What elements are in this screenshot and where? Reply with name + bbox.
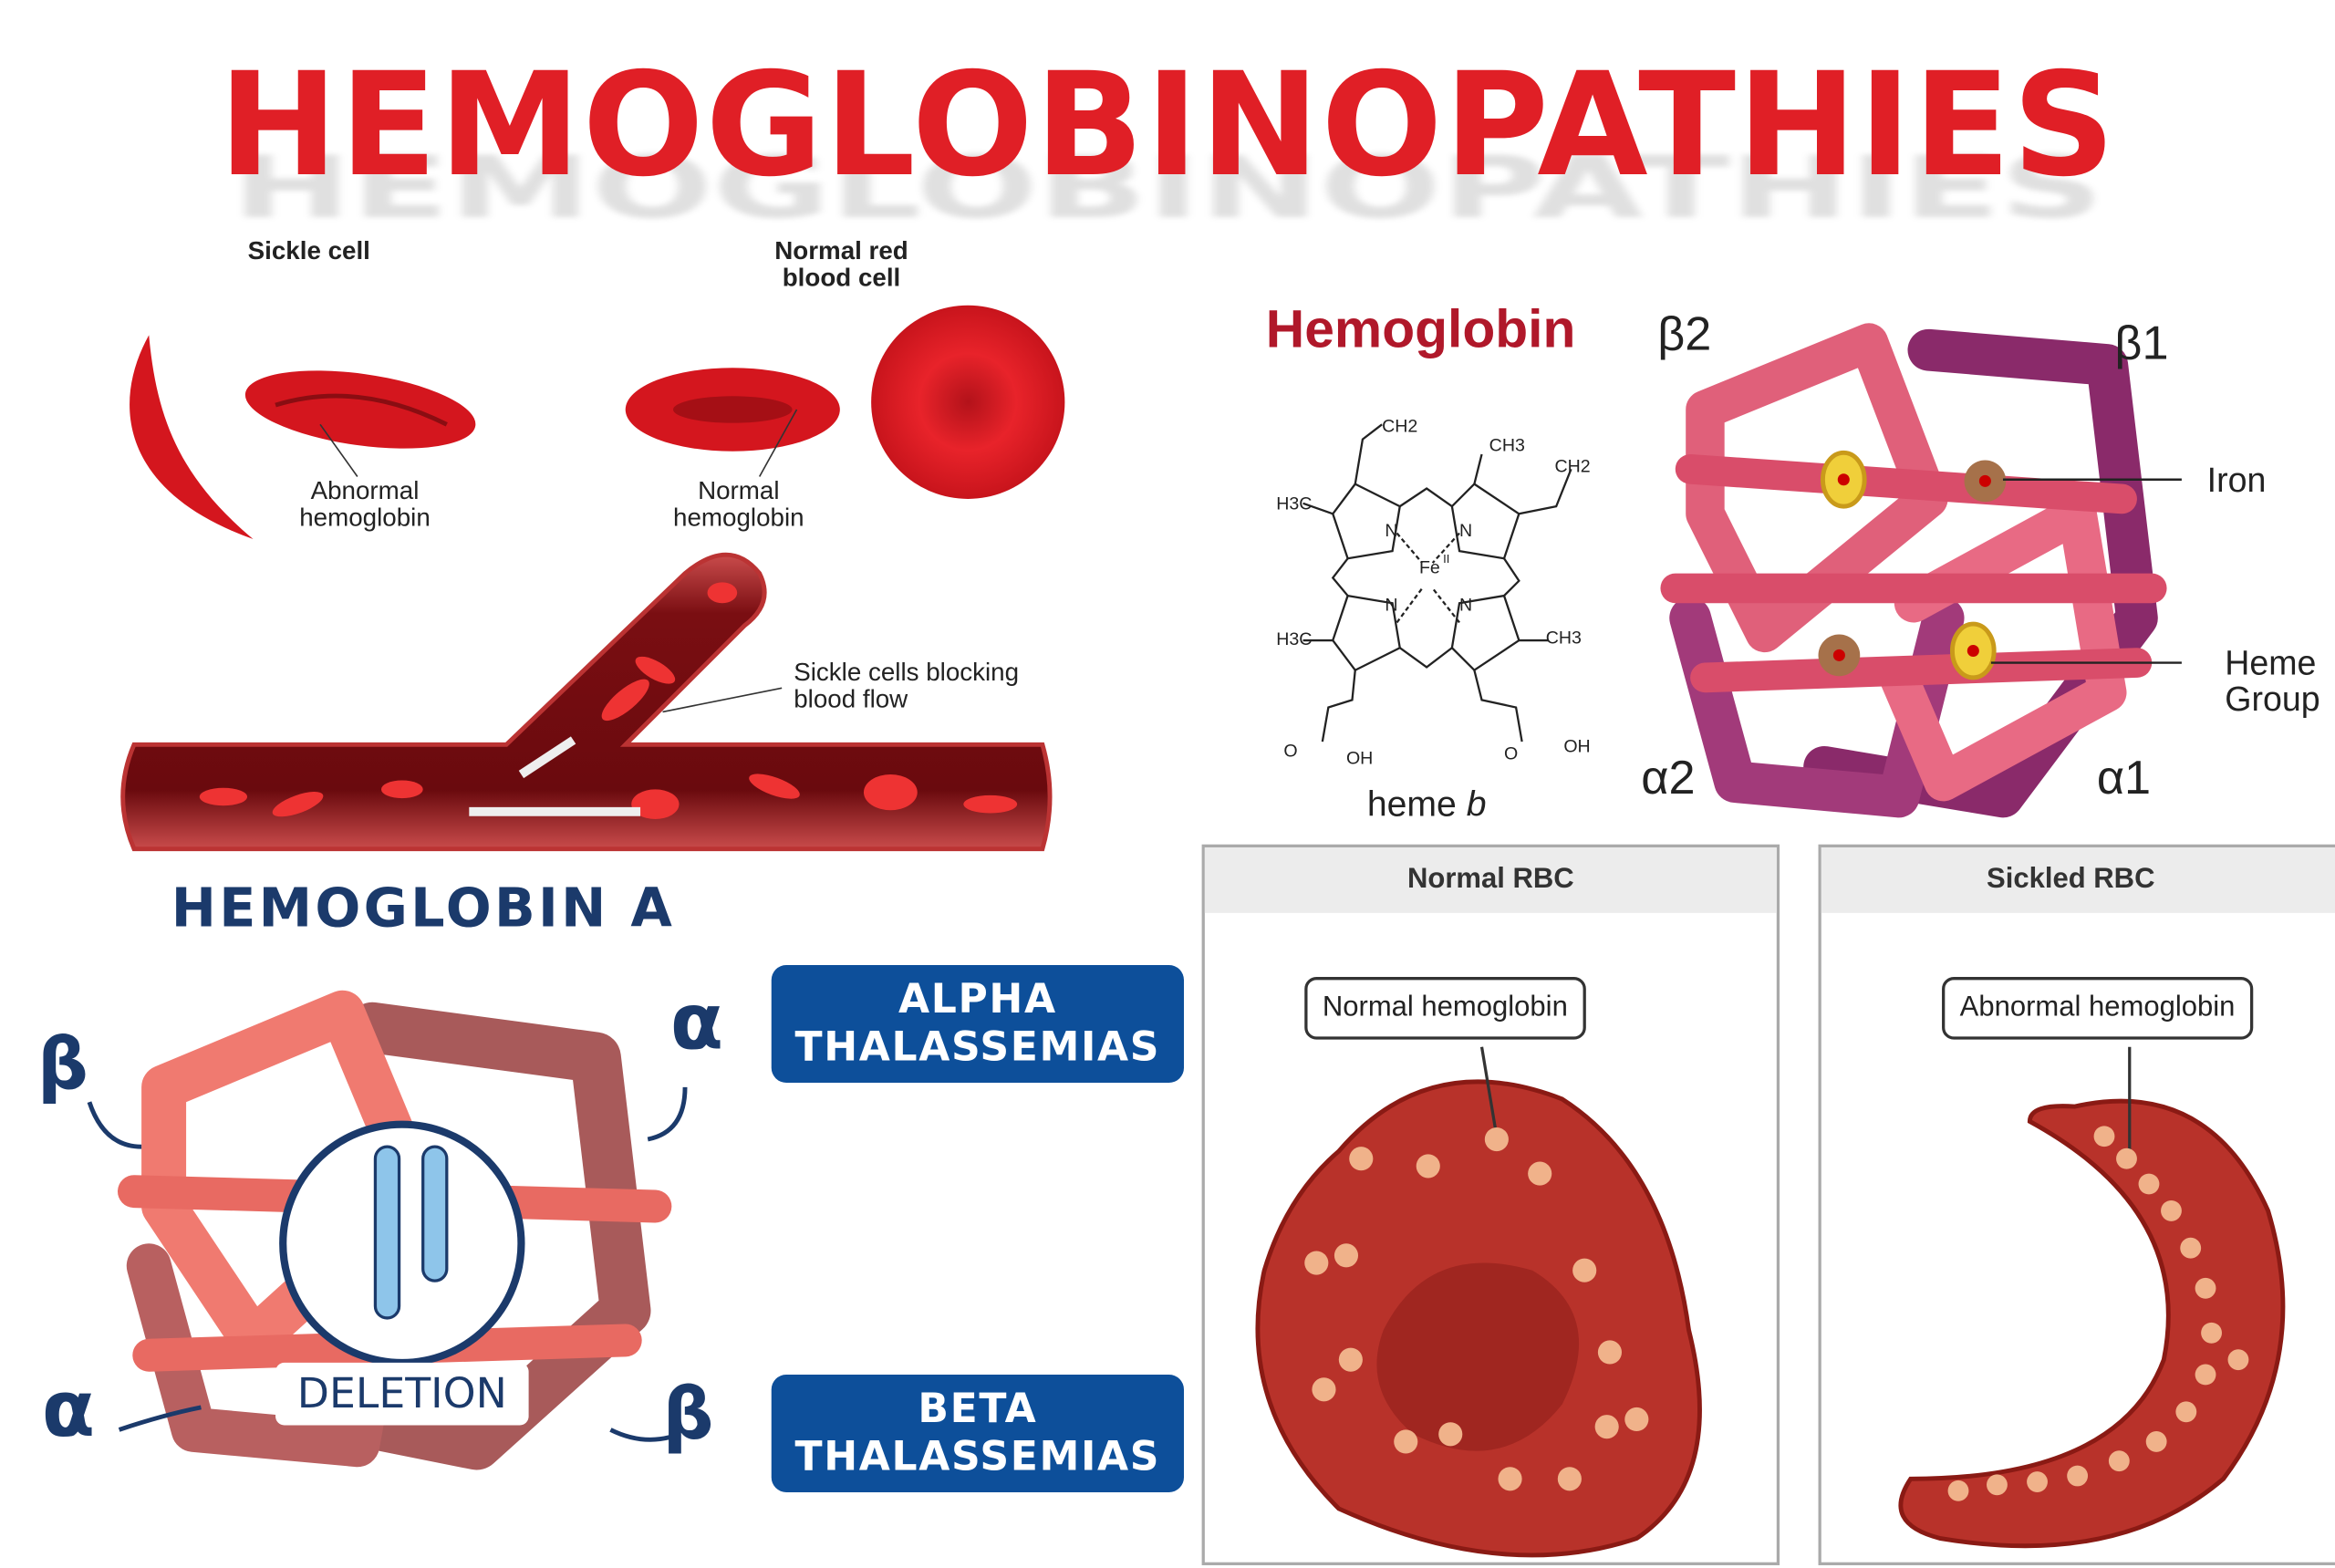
- panel-header: Normal RBC: [1204, 847, 1777, 913]
- iron-label: Iron: [2206, 460, 2267, 499]
- sickled-rbc-cell: [1898, 1046, 2286, 1549]
- deletion-label: DELETION: [275, 1362, 529, 1426]
- atom-label: OH: [1346, 749, 1373, 769]
- atom-label: O: [1283, 741, 1297, 761]
- atom-label: H3C: [1276, 629, 1312, 649]
- beta1-label: β1: [2114, 316, 2169, 369]
- hemoglobin-a-illustration: [87, 990, 688, 1470]
- sickle-cell-shape: [130, 335, 254, 540]
- heme-group-label: Heme Group: [2225, 643, 2320, 719]
- normal-hemoglobin-callout: Normal hemoglobin: [1304, 977, 1586, 1040]
- alpha2-label: α2: [1641, 750, 1696, 805]
- atom-label: H3C: [1276, 493, 1312, 514]
- alpha1-label: α1: [2096, 750, 2152, 805]
- atom-label: CH2: [1382, 416, 1417, 436]
- blocking-label: Sickle cells blocking blood flow: [794, 658, 1020, 713]
- atom-label: N: [1385, 521, 1397, 541]
- sickle-cell-label: Sickle cell: [247, 236, 370, 265]
- beta-label-left: β: [36, 1023, 88, 1107]
- alpha-thalassemias-box: ALPHA THALASSEMIAS: [771, 964, 1184, 1083]
- abnormal-hemoglobin-callout: Abnormal hemoglobin: [1942, 977, 2254, 1040]
- abnormal-hemoglobin-label: Abnormal hemoglobin: [299, 476, 431, 532]
- atom-label: OH: [1563, 737, 1590, 757]
- beta-label-right: β: [662, 1373, 714, 1457]
- beta-thal-line2: THALASSEMIAS: [794, 1433, 1161, 1480]
- beta-thal-line1: BETA: [918, 1386, 1038, 1434]
- hemoglobin-a-heading: HEMOGLOBIN A: [171, 878, 676, 940]
- alpha-label-left: α: [41, 1366, 96, 1456]
- alpha-thal-line2: THALASSEMIAS: [794, 1023, 1161, 1071]
- heme-caption-italic: b: [1466, 784, 1487, 826]
- page-title: HEMOGLOBINOPATHIES: [218, 41, 2117, 209]
- atom-label: O: [1504, 744, 1518, 764]
- normal-rbc: [871, 305, 1065, 499]
- atom-label: CH3: [1489, 436, 1525, 456]
- panel-header: Sickled RBC: [1821, 847, 2335, 913]
- atom-label: CH2: [1555, 457, 1591, 477]
- hemoglobin-heading: Hemoglobin: [1265, 297, 1576, 359]
- hemoglobin-tetramer: [1660, 323, 2182, 818]
- atom-label: N: [1385, 595, 1397, 615]
- atom-label: CH3: [1546, 628, 1582, 648]
- normal-hemoglobin-label: Normal hemoglobin: [673, 476, 804, 532]
- normal-rbc-panel: Normal RBC Normal hemoglobin: [1201, 844, 1780, 1565]
- atom-label: Fe: [1419, 558, 1440, 578]
- alpha-label-right: α: [669, 978, 724, 1068]
- blood-vessel: [120, 552, 1053, 852]
- atom-label: II: [1443, 552, 1449, 566]
- heme-caption-text: heme: [1366, 784, 1457, 826]
- heme-caption: heme b: [1367, 786, 1487, 824]
- heme-groups: [1818, 450, 2007, 680]
- normal-rbc-cell: [1255, 1046, 1702, 1558]
- title-reflection: HEMOGLOBINOPATHIES: [232, 137, 2103, 238]
- normal-rbc-label: Normal red blood cell: [774, 236, 908, 292]
- abnormal-cell-side: [244, 370, 476, 449]
- heme-structure: CH2 CH3 CH2 H3C H3C CH3 N N N N Fe II O …: [1276, 416, 1591, 769]
- sickled-rbc-panel: Sickled RBC Abnormal hemoglobin: [1818, 844, 2335, 1565]
- beta2-label: β2: [1657, 306, 1712, 361]
- flow-arrow: [469, 736, 641, 816]
- chromosome-bubble: [279, 1120, 525, 1367]
- atom-label: N: [1459, 521, 1472, 541]
- beta-thalassemias-box: BETA THALASSEMIAS: [771, 1374, 1184, 1492]
- vessel-cells: [199, 582, 1018, 819]
- atom-label: N: [1459, 595, 1472, 615]
- alpha-thal-line1: ALPHA: [898, 977, 1057, 1024]
- sickle-cell-illustration: [120, 305, 1065, 852]
